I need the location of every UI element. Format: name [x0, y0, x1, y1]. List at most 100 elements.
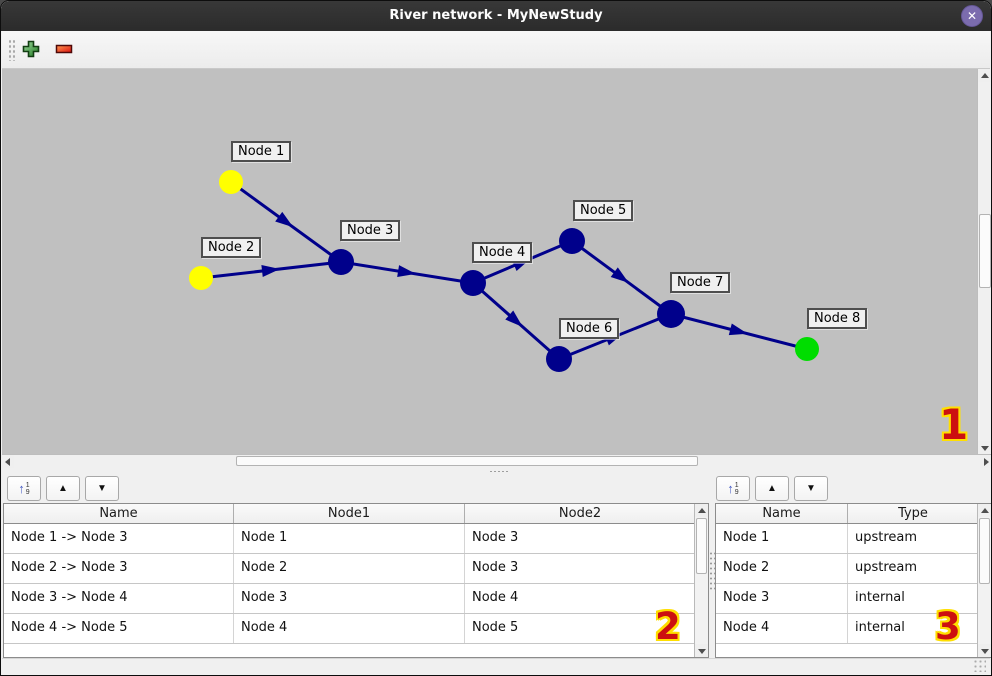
cell-name: Node 3 -> Node 4 [4, 584, 234, 613]
node-label[interactable]: Node 3 [340, 220, 401, 241]
node-label[interactable]: Node 4 [472, 242, 533, 263]
up-arrow-icon [698, 508, 706, 513]
links-move-up-button[interactable]: ▲ [46, 476, 80, 501]
links-move-down-button[interactable]: ▼ [85, 476, 119, 501]
canvas-vertical-scrollbar[interactable] [977, 69, 991, 454]
node-label[interactable]: Node 8 [807, 308, 868, 329]
remove-button[interactable] [54, 40, 74, 60]
cell-name: Node 3 [716, 584, 848, 613]
add-button[interactable] [21, 40, 41, 60]
window-title: River network - MyNewStudy [389, 8, 603, 23]
scroll-down-button[interactable] [978, 644, 991, 657]
title-bar: River network - MyNewStudy ✕ [1, 1, 991, 31]
right-arrow-icon [984, 458, 989, 466]
scroll-thumb[interactable] [979, 518, 990, 584]
toolbar-drag-handle[interactable] [8, 39, 15, 61]
links-table: Name Node1 Node2 Node 1 -> Node 3 Node 1… [3, 503, 709, 658]
column-header-type[interactable]: Type [898, 506, 928, 521]
scroll-up-button[interactable] [978, 504, 991, 517]
close-icon: ✕ [966, 9, 978, 23]
node-circle[interactable] [559, 228, 585, 254]
nodes-table-header: Name Type [716, 504, 991, 524]
cell-node2: Node 3 [472, 560, 519, 575]
cell-name: Node 4 -> Node 5 [4, 614, 234, 643]
edge-arrow-icon [728, 323, 748, 336]
links-table-scrollbar[interactable] [694, 504, 708, 657]
cell-type: internal [855, 620, 905, 635]
table-row[interactable]: Node 3 -> Node 4 Node 3 Node 4 [4, 584, 708, 614]
cell-node1: Node 3 [234, 584, 465, 613]
node-circle[interactable] [328, 249, 354, 275]
cell-node1: Node 4 [234, 614, 465, 643]
scroll-thumb[interactable] [696, 518, 707, 574]
column-header-node2[interactable]: Node2 [558, 506, 602, 521]
down-arrow-icon [981, 446, 989, 451]
table-row[interactable]: Node 2 -> Node 3 Node 2 Node 3 [4, 554, 708, 584]
triangle-up-icon: ▲ [58, 483, 68, 494]
nodes-move-down-button[interactable]: ▼ [794, 476, 828, 501]
scroll-up-button[interactable] [978, 69, 991, 82]
node-label[interactable]: Node 5 [573, 200, 634, 221]
pane-splitter[interactable] [2, 468, 990, 474]
vertical-scroll-thumb[interactable] [979, 214, 991, 288]
edge-arrow-icon [261, 265, 280, 277]
network-canvas[interactable]: Node 1 Node 2 Node 3 Node 4 Node 5 Node 6 Node… [2, 69, 977, 454]
horizontal-scroll-thumb[interactable] [236, 456, 698, 466]
scroll-right-button[interactable] [980, 455, 991, 468]
nodes-move-up-button[interactable]: ▲ [755, 476, 789, 501]
canvas-area: Node 1 Node 2 Node 3 Node 4 Node 5 Node 6 Node… [2, 69, 991, 468]
scroll-down-button[interactable] [978, 441, 991, 454]
status-bar [2, 658, 990, 675]
cell-node1: Node 2 [234, 554, 465, 583]
table-row[interactable]: Node 3 internal [716, 584, 991, 614]
scroll-up-button[interactable] [695, 504, 708, 517]
node-label[interactable]: Node 7 [670, 272, 731, 293]
cell-node2: Node 4 [472, 590, 519, 605]
nodes-table-scrollbar[interactable] [977, 504, 991, 657]
cell-name: Node 4 [716, 614, 848, 643]
column-header-node1[interactable]: Node1 [234, 504, 465, 523]
table-row-partial [4, 644, 708, 656]
node-label[interactable]: Node 2 [201, 237, 262, 258]
table-row[interactable]: Node 1 upstream [716, 524, 991, 554]
node-label[interactable]: Node 1 [231, 141, 292, 162]
node-circle[interactable] [546, 346, 572, 372]
node-circle[interactable] [219, 170, 243, 194]
node-circle[interactable] [189, 266, 213, 290]
cell-node2: Node 5 [472, 620, 519, 635]
cell-name: Node 1 [716, 524, 848, 553]
nodes-table: Name Type Node 1 upstream Node 2 upstrea… [715, 503, 991, 658]
scroll-left-button[interactable] [2, 455, 14, 468]
table-row[interactable]: Node 1 -> Node 3 Node 1 Node 3 [4, 524, 708, 554]
canvas-horizontal-scrollbar[interactable] [2, 454, 991, 468]
cell-name: Node 2 -> Node 3 [4, 554, 234, 583]
column-header-name[interactable]: Name [4, 504, 234, 523]
toolbar [2, 31, 990, 69]
links-table-header: Name Node1 Node2 [4, 504, 708, 524]
up-arrow-icon [981, 508, 989, 513]
triangle-down-icon: ▼ [806, 483, 816, 494]
triangle-up-icon: ▲ [767, 483, 777, 494]
column-header-name[interactable]: Name [716, 504, 848, 523]
cell-name: Node 1 -> Node 3 [4, 524, 234, 553]
node-label[interactable]: Node 6 [559, 318, 620, 339]
table-row[interactable]: Node 4 -> Node 5 Node 4 Node 5 [4, 614, 708, 644]
close-button[interactable]: ✕ [961, 5, 983, 27]
node-circle[interactable] [657, 300, 685, 328]
table-splitter[interactable] [709, 551, 715, 591]
table-row-partial [716, 644, 991, 656]
resize-grip-icon[interactable] [973, 659, 986, 672]
down-arrow-icon [698, 649, 706, 654]
edge-arrow-icon [275, 211, 294, 228]
table-row[interactable]: Node 4 internal [716, 614, 991, 644]
node-circle[interactable] [795, 337, 819, 361]
scroll-down-button[interactable] [695, 644, 708, 657]
node-circle[interactable] [460, 270, 486, 296]
table-row[interactable]: Node 2 upstream [716, 554, 991, 584]
cell-type: internal [855, 590, 905, 605]
edge-arrow-icon [397, 265, 416, 278]
